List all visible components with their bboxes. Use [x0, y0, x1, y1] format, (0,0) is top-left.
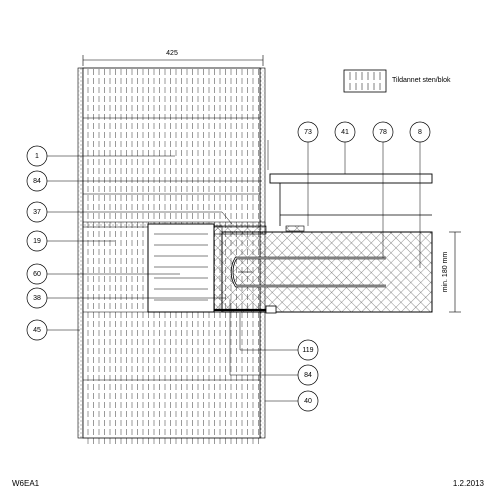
- callout-60: 60: [26, 263, 48, 285]
- callout-37: 37: [26, 201, 48, 223]
- slab-edge-band: [213, 225, 267, 235]
- callout-78: 78: [372, 121, 394, 143]
- concrete-slab: [221, 231, 433, 313]
- dimension-height-label: min. 180 mm: [442, 252, 449, 293]
- callout-45: 45: [26, 319, 48, 341]
- callout-119-label: 119: [302, 347, 313, 354]
- lintel-block: [147, 223, 215, 313]
- callout-41-label: 41: [341, 129, 349, 136]
- dimension-width-label: 425: [166, 50, 178, 57]
- callout-73: 73: [297, 121, 319, 143]
- legend: Tildannet sten/blok: [343, 69, 451, 93]
- callout-19-label: 19: [33, 238, 41, 245]
- drawing-code: W6EA1: [12, 479, 40, 488]
- insulation-layer: [213, 225, 223, 313]
- callout-84-top-label: 84: [33, 178, 41, 185]
- callout-78-label: 78: [379, 129, 387, 136]
- callout-38: 38: [26, 287, 48, 309]
- leader-lines: [47, 140, 421, 402]
- callout-8: 8: [409, 121, 431, 143]
- edge-bead: [265, 305, 277, 314]
- dimension-height: min. 180 mm: [442, 231, 461, 313]
- callout-40-label: 40: [304, 398, 312, 405]
- legend-swatch: [343, 69, 387, 93]
- floor-board: [269, 173, 433, 184]
- callout-84-bottom: 84: [297, 364, 319, 386]
- resilient-pad: [285, 225, 305, 232]
- dimension-width: 425: [82, 50, 264, 66]
- callout-38-label: 38: [33, 295, 41, 302]
- callout-1: 1: [26, 145, 48, 167]
- outer-render-left: [77, 67, 84, 439]
- callout-84-top: 84: [26, 170, 48, 192]
- callout-73-label: 73: [304, 129, 312, 136]
- callout-19: 19: [26, 230, 48, 252]
- callout-37-label: 37: [33, 209, 41, 216]
- callout-119: 119: [297, 339, 319, 361]
- callout-8-label: 8: [418, 129, 422, 136]
- callout-41: 41: [334, 121, 356, 143]
- callout-1-label: 1: [35, 153, 39, 160]
- legend-label: Tildannet sten/blok: [392, 77, 451, 84]
- callout-84-bottom-label: 84: [304, 372, 312, 379]
- callout-45-label: 45: [33, 327, 41, 334]
- callout-60-label: 60: [33, 271, 41, 278]
- callout-40: 40: [297, 390, 319, 412]
- drawing-date: 1.2.2013: [453, 479, 485, 488]
